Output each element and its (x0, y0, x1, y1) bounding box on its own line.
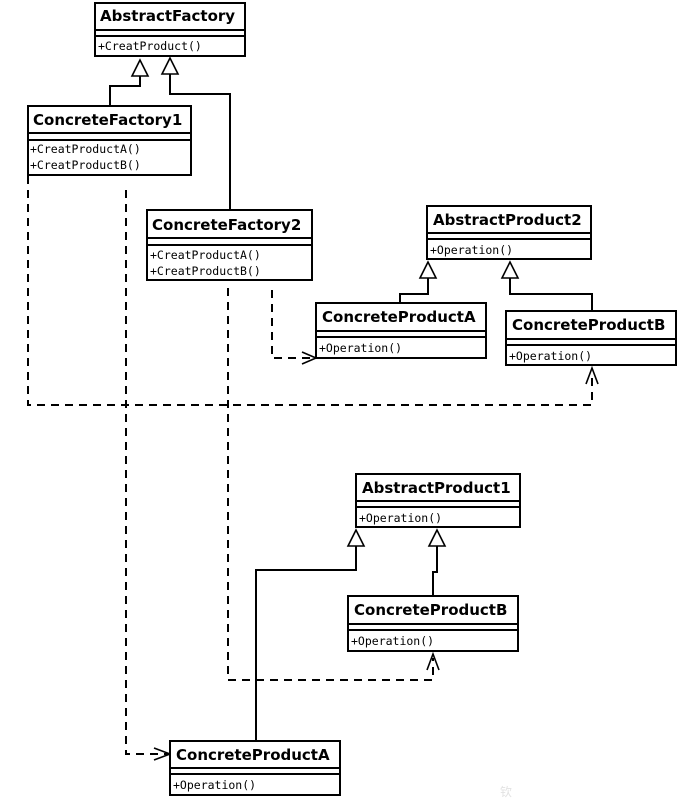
inheritance-cf1-to-af (109, 76, 141, 106)
class-operation: +Operation() (173, 778, 256, 792)
dependency-cf1-to-cpa1 (125, 190, 170, 755)
generalization-arrowhead (130, 58, 150, 77)
class-name: ConcreteFactory1 (33, 111, 182, 129)
dependency-cf2-to-cpb1 (227, 288, 434, 681)
class-operation: +Operation() (430, 243, 513, 257)
class-concrete-factory1: ConcreteFactory1 +CreatProductA() +Creat… (27, 105, 192, 176)
class-abstract-factory: AbstractFactory +CreatProduct() (94, 2, 246, 57)
generalization-arrowhead (500, 260, 520, 279)
class-concrete-product-a2: ConcreteProductA +Operation() (315, 302, 487, 359)
class-name: ConcreteProductA (176, 746, 330, 764)
class-operation: +CreatProductA() (150, 248, 261, 262)
generalization-arrowhead (427, 528, 447, 547)
dependency-arrowhead (426, 651, 440, 671)
dependency-cf1-to-cpb2 (27, 176, 593, 406)
class-name: ConcreteProductB (354, 601, 507, 619)
class-concrete-factory2: ConcreteFactory2 +CreatProductA() +Creat… (146, 209, 313, 281)
class-name: AbstractProduct1 (362, 479, 511, 497)
inheritance-cpb1-to-ap1 (432, 546, 438, 596)
class-concrete-product-b2: ConcreteProductB +Operation() (505, 310, 677, 366)
inheritance-cpa1-to-ap1 (255, 546, 357, 741)
class-name: ConcreteFactory2 (152, 216, 301, 234)
class-concrete-product-b1: ConcreteProductB +Operation() (347, 595, 519, 652)
inheritance-cpa2-to-ap2 (399, 278, 429, 303)
class-name: AbstractFactory (100, 7, 235, 25)
class-operation: +Operation() (319, 341, 402, 355)
class-abstract-product1: AbstractProduct1 +Operation() (355, 473, 521, 528)
class-operation: +Operation() (351, 634, 434, 648)
generalization-arrowhead (160, 56, 180, 75)
class-operation: +CreatProductB() (30, 158, 141, 172)
inheritance-cpb2-to-ap2 (509, 278, 593, 311)
class-abstract-product2: AbstractProduct2 +Operation() (426, 205, 592, 260)
inheritance-cf2-to-af (169, 74, 231, 210)
watermark-text: 钦 (500, 785, 512, 799)
class-operation: +CreatProductA() (30, 142, 141, 156)
class-name: ConcreteProductB (512, 316, 665, 334)
dependency-arrowhead (585, 365, 599, 385)
class-operation: +Operation() (509, 349, 592, 363)
generalization-arrowhead (418, 260, 438, 279)
class-concrete-product-a1: ConcreteProductA +Operation() (169, 740, 341, 796)
class-name: ConcreteProductA (322, 308, 476, 326)
class-name: AbstractProduct2 (433, 211, 582, 229)
generalization-arrowhead (346, 528, 366, 547)
class-operation: +CreatProductB() (150, 264, 261, 278)
dependency-cf2-to-cpa2 (271, 290, 316, 359)
class-operation: +CreatProduct() (98, 39, 202, 53)
class-operation: +Operation() (359, 511, 442, 525)
